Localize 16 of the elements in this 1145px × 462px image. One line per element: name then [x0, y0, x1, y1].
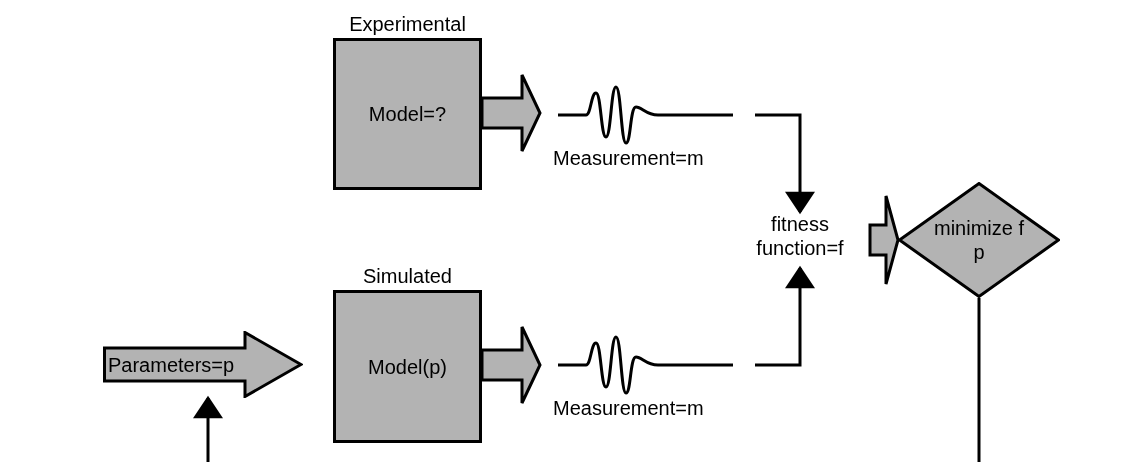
arrow [755, 113, 815, 215]
function-label: fitness function=f [730, 212, 870, 268]
arrow [755, 265, 815, 367]
arrow [193, 395, 223, 462]
box-label: Model(p) [368, 354, 447, 380]
block-arrow [480, 73, 542, 153]
measurement-label: Measurement=m [553, 147, 704, 169]
parameter-label: Parameters=p [108, 352, 235, 378]
box-label: Model=? [368, 102, 447, 127]
block-arrow [868, 194, 900, 286]
box-heading: Simulated [363, 264, 452, 289]
decision-label: minimize f p [933, 216, 1025, 264]
connector-line [977, 298, 981, 462]
box-heading: Experimental [349, 12, 466, 37]
block-arrow [480, 325, 542, 405]
measurement-label: Measurement=m [553, 397, 704, 419]
